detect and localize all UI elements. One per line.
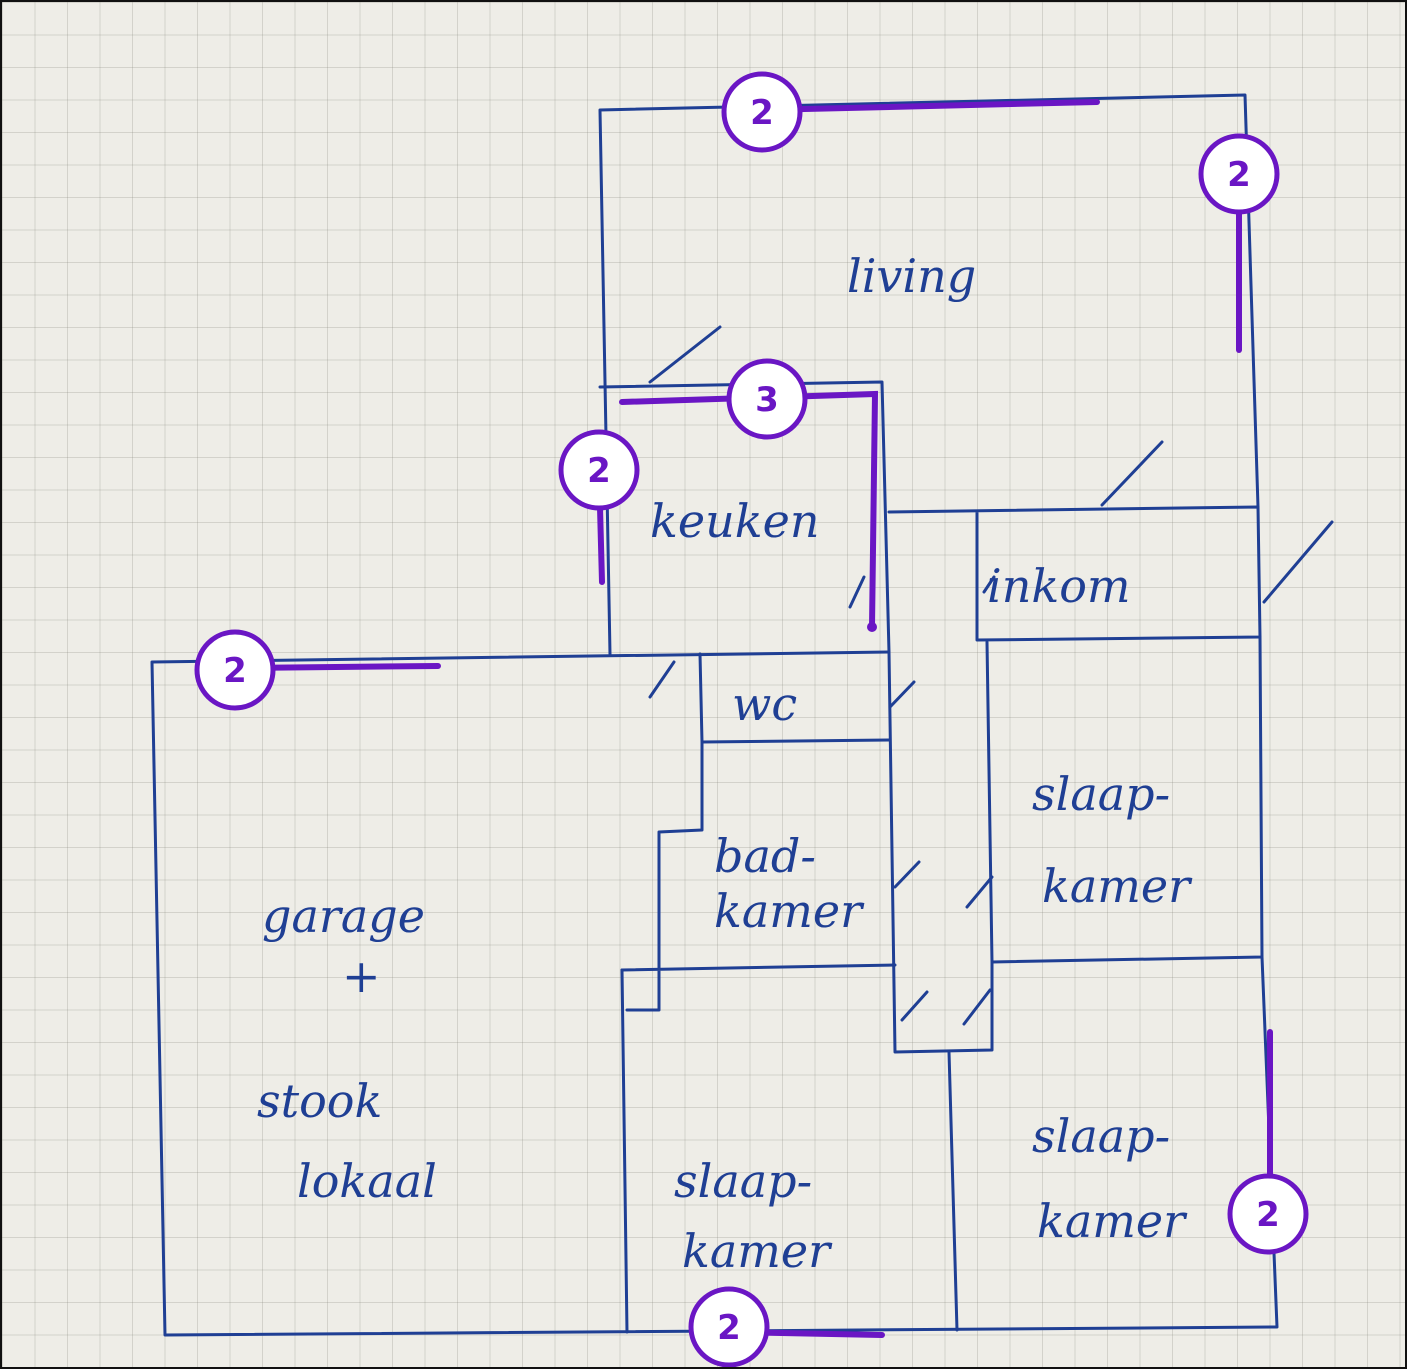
marker-line-keuken-top [619,390,879,630]
wall-living-outer [598,93,1260,656]
door-slaapkamer-br [962,988,992,1026]
label-slaapkamer-right-1: slaap- [1032,767,1170,821]
svg-text:2: 2 [717,1308,741,1348]
door-slaapkamer-bottom [900,990,929,1022]
badge-keuken-top: 3 [726,358,808,440]
wall-keuken-top [598,380,891,654]
label-slaapkamer-bottom-2: kamer [682,1224,833,1278]
label-slaapkamer-bottom-1: slaap- [674,1154,812,1208]
door-living-inkom [1100,440,1164,507]
marker-badges: 2 2 3 2 2 2 2 [194,71,1309,1367]
label-slaapkamer-br-1: slaap- [1032,1109,1170,1163]
badge-keuken-left: 2 [558,429,640,511]
door-front [1262,520,1334,604]
door-keuken [848,575,866,609]
room-labels: living keuken inkom wc bad- kamer slaap-… [257,249,1193,1278]
door-wc [888,680,916,709]
label-garage-2: + [342,949,381,1003]
badge-garage-top: 2 [194,629,276,711]
label-slaapkamer-right-2: kamer [1042,859,1193,913]
label-living: living [847,249,976,303]
svg-text:3: 3 [755,380,779,420]
wall-slaapkamer-right [985,635,1264,964]
door-garage [648,660,676,699]
label-slaapkamer-br-2: kamer [1037,1194,1188,1248]
door-badkamer [893,860,921,889]
label-garage-1: garage [262,889,425,943]
door-slaapkamer-right [965,875,994,909]
wall-badkamer [620,740,897,1012]
label-badkamer-1: bad- [714,829,816,883]
doors [648,325,1334,1026]
wall-slaapkamer-bottom [620,968,959,1334]
wall-corridor [887,650,994,1054]
svg-text:2: 2 [1256,1195,1280,1235]
door-living-keuken [648,325,722,384]
svg-text:2: 2 [587,451,611,491]
badge-living-top: 2 [721,71,803,153]
door-inkom-left [982,575,996,594]
label-garage-3: stook [257,1074,382,1128]
svg-text:2: 2 [750,93,774,133]
badge-bedroom-right: 2 [1227,1173,1309,1255]
label-garage-4: lokaal [297,1154,437,1208]
label-inkom: inkom [987,559,1131,613]
marker-line-living-top [759,99,1100,113]
label-badkamer-2: kamer [714,884,865,938]
svg-text:2: 2 [1227,155,1251,195]
label-wc: wc [732,677,797,731]
svg-text:2: 2 [223,651,247,691]
badge-bottom: 2 [688,1286,770,1367]
badge-living-right: 2 [1198,133,1280,215]
marker-line-keuken-end [867,622,877,632]
label-keuken: keuken [650,494,819,548]
